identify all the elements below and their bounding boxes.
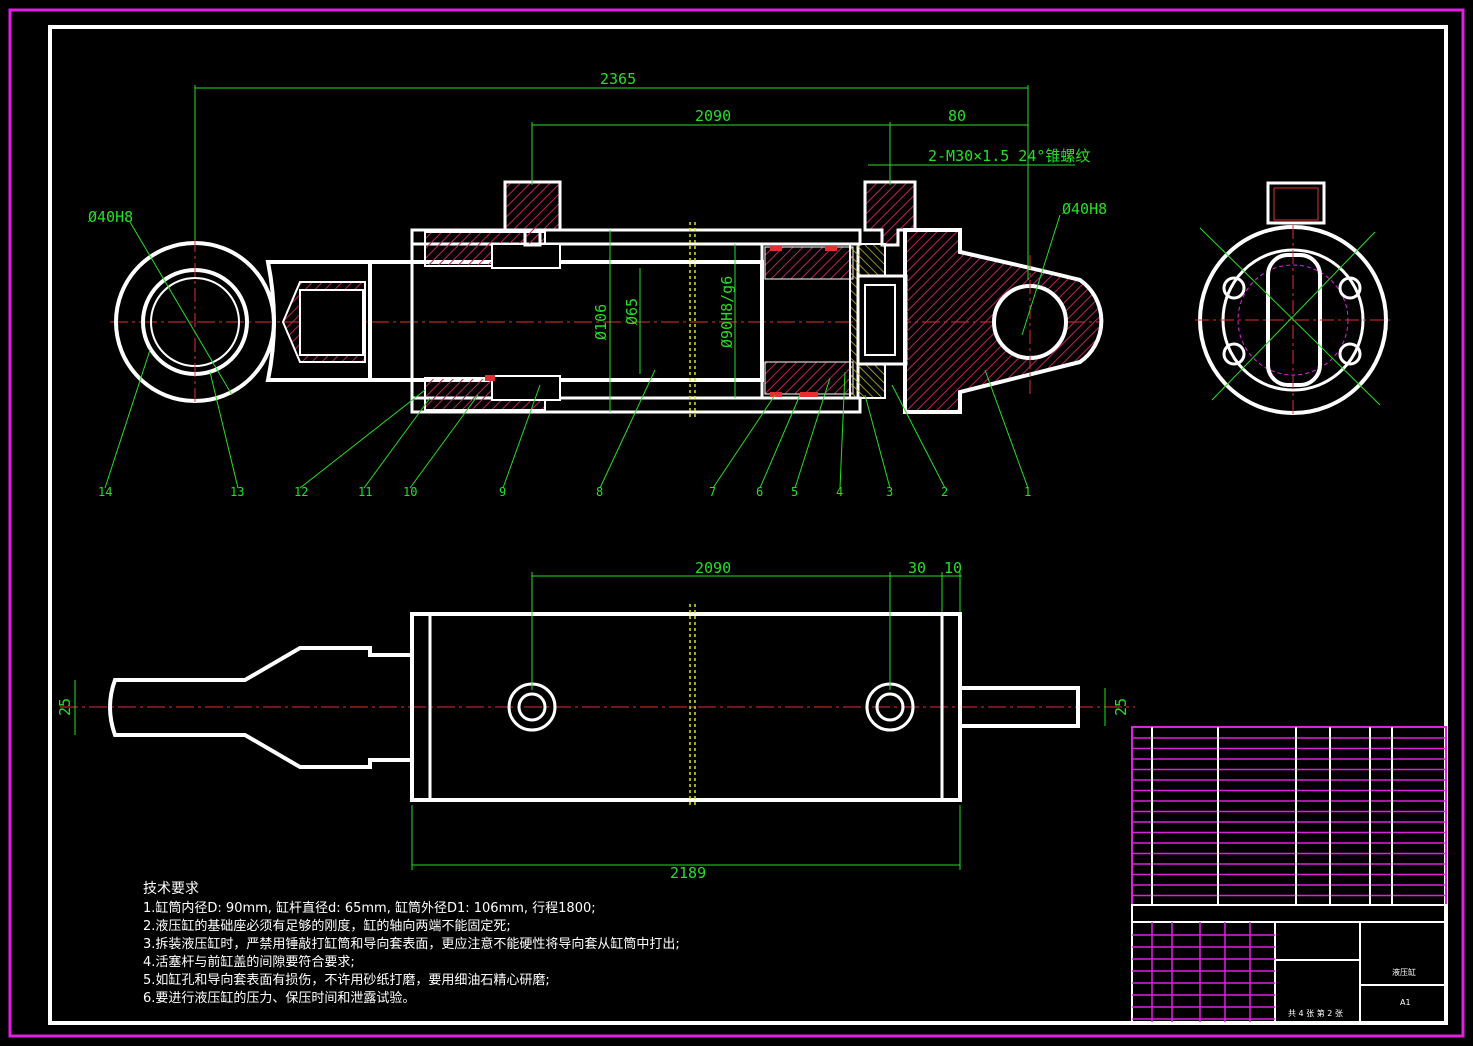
dim-body-length: 2189	[670, 864, 706, 882]
dim-pin-right: Ø40H8	[1062, 200, 1107, 218]
dim-outer-diameter: Ø106	[592, 304, 610, 340]
part-number-14: 14	[98, 485, 112, 499]
part-number-6: 6	[756, 485, 763, 499]
part-number-7: 7	[709, 485, 716, 499]
note-line-6: 6.要进行液压缸的压力、保压时间和泄露试验。	[143, 990, 415, 1006]
note-line-5: 5.如缸孔和导向套表面有损伤，不许用砂纸打磨，要用细油石精心研磨;	[143, 972, 550, 988]
bottom-dimensions	[74, 572, 1106, 870]
dim-stroke-top: 2090	[695, 107, 731, 125]
part-number-10: 10	[403, 485, 417, 499]
end-view	[1195, 181, 1390, 415]
title-block-scale: A1	[1400, 998, 1411, 1007]
part-number-3: 3	[886, 485, 893, 499]
part-number-5: 5	[791, 485, 798, 499]
note-line-4: 4.活塞杆与前缸盖的间隙要符合要求;	[143, 954, 355, 970]
part-number-11: 11	[358, 485, 372, 499]
dim-end-10: 10	[944, 559, 962, 577]
notes-title: 技术要求	[143, 881, 199, 897]
note-line-3: 3.拆装液压缸时，严禁用锤敲打缸筒和导向套表面，更应注意不能硬性将导向套从缸筒中…	[143, 936, 680, 952]
part-number-12: 12	[294, 485, 308, 499]
title-block-sheet: 共 4 张 第 2 张	[1288, 1008, 1343, 1018]
outer-frame	[8, 8, 1465, 1038]
part-number-1: 1	[1024, 485, 1031, 499]
section-view	[110, 180, 1104, 420]
title-block-drawing-name: 液压缸	[1392, 967, 1416, 977]
dim-rod-diameter: Ø65	[623, 298, 641, 325]
part-leaders	[104, 349, 1029, 489]
external-view	[60, 604, 1135, 808]
dim-pin-left: Ø40H8	[88, 208, 133, 226]
note-line-2: 2.液压缸的基础座必须有足够的刚度，缸的轴向两端不能固定死;	[143, 918, 511, 934]
dim-port-offset: 80	[948, 107, 966, 125]
part-number-2: 2	[941, 485, 948, 499]
top-dimensions	[129, 85, 1075, 412]
dim-pin-dia-left: 25	[56, 698, 74, 716]
dim-bore-fit: Ø90H8/g6	[718, 276, 736, 348]
part-number-4: 4	[836, 485, 843, 499]
dim-pin-dia-right: 25	[1112, 698, 1130, 716]
dim-port-thread: 2-M30×1.5 24°锥螺纹	[928, 147, 1090, 165]
parts-list	[1131, 726, 1447, 906]
dim-stroke-bottom: 2090	[695, 559, 731, 577]
dim-end-30: 30	[908, 559, 926, 577]
part-number-9: 9	[499, 485, 506, 499]
inner-frame	[48, 25, 1448, 1025]
note-line-1: 1.缸筒内径D: 90mm, 缸杆直径d: 65mm, 缸筒外径D1: 106m…	[143, 900, 596, 916]
dim-overall-length: 2365	[600, 70, 636, 88]
part-number-13: 13	[230, 485, 244, 499]
title-block: 液压缸 A1 共 4 张 第 2 张	[1131, 904, 1447, 1023]
part-number-8: 8	[596, 485, 603, 499]
